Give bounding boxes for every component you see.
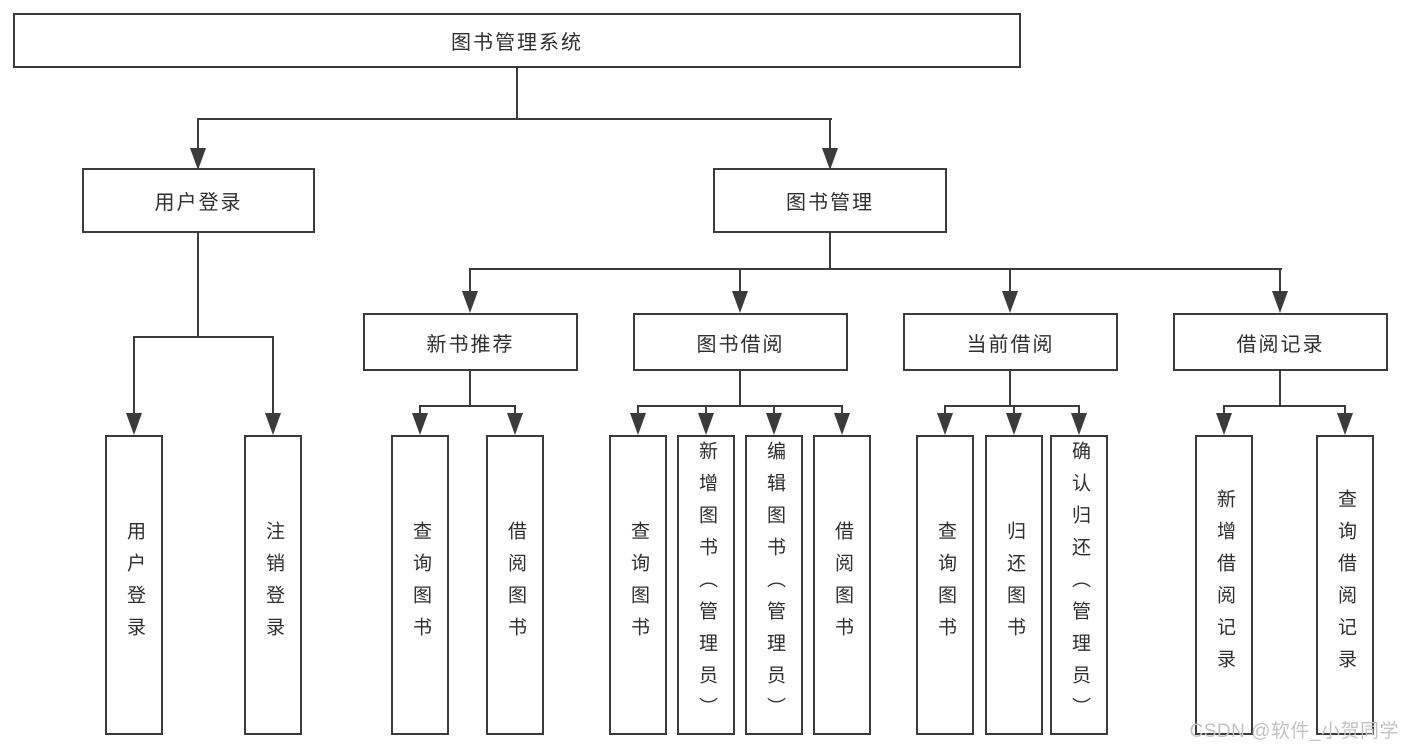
arrow-down-icon bbox=[822, 148, 838, 170]
node-current-borrowing: 当前借阅 bbox=[903, 313, 1118, 371]
leaf-return-books-label: 归还图书 bbox=[1003, 521, 1025, 649]
connector-line bbox=[637, 405, 639, 420]
arrow-down-icon bbox=[937, 413, 953, 435]
leaf-query-books-current-label: 查询图书 bbox=[934, 521, 956, 649]
leaf-query-books-borrowing-label: 查询图书 bbox=[627, 521, 649, 649]
arrow-down-icon bbox=[698, 413, 714, 435]
leaf-query-books-recommend-label: 查询图书 bbox=[409, 521, 431, 649]
arrow-down-icon bbox=[834, 413, 850, 435]
arrow-down-icon bbox=[732, 291, 748, 313]
leaf-logout-label: 注销登录 bbox=[262, 521, 284, 649]
leaf-add-borrow-record: 新增借阅记录 bbox=[1195, 435, 1253, 735]
leaf-borrow-books-recommend: 借阅图书 bbox=[486, 435, 544, 735]
arrow-down-icon bbox=[766, 413, 782, 435]
node-user-login-label: 用户登录 bbox=[154, 192, 243, 214]
node-root: 图书管理系统 bbox=[13, 13, 1021, 68]
leaf-borrow-books: 借阅图书 bbox=[813, 435, 871, 735]
connector-line bbox=[1344, 405, 1346, 420]
connector-line bbox=[469, 371, 471, 407]
leaf-confirm-return-admin: 确认归还（管理员） bbox=[1050, 435, 1108, 735]
arrow-down-icon bbox=[507, 413, 523, 435]
node-root-label: 图书管理系统 bbox=[451, 32, 583, 54]
connector-line bbox=[1223, 405, 1225, 420]
connector-line bbox=[1279, 268, 1281, 293]
node-borrowing-records: 借阅记录 bbox=[1173, 313, 1388, 371]
node-new-book-recommendation-label: 新书推荐 bbox=[426, 333, 515, 356]
arrow-down-icon bbox=[1006, 413, 1022, 435]
node-book-management-label: 图书管理 bbox=[786, 192, 874, 214]
connector-line bbox=[197, 118, 199, 150]
connector-line bbox=[829, 118, 831, 150]
connector-line bbox=[841, 405, 843, 420]
leaf-query-books-borrowing: 查询图书 bbox=[609, 435, 667, 735]
connector-line bbox=[1013, 405, 1015, 420]
arrow-down-icon bbox=[1337, 413, 1353, 435]
arrow-down-icon bbox=[265, 413, 281, 435]
connector-line bbox=[944, 405, 1080, 407]
node-book-management: 图书管理 bbox=[713, 168, 947, 233]
arrow-down-icon bbox=[1216, 413, 1232, 435]
connector-line bbox=[829, 233, 831, 270]
connector-line bbox=[419, 405, 516, 407]
connector-line bbox=[469, 268, 471, 293]
connector-line bbox=[773, 405, 775, 420]
node-book-borrowing: 图书借阅 bbox=[633, 313, 848, 371]
connector-line bbox=[637, 405, 843, 407]
connector-line bbox=[1009, 268, 1011, 293]
leaf-confirm-return-admin-label: 确认归还（管理员） bbox=[1068, 441, 1090, 729]
arrow-down-icon bbox=[1002, 291, 1018, 313]
leaf-query-books-recommend: 查询图书 bbox=[391, 435, 449, 735]
node-current-borrowing-label: 当前借阅 bbox=[966, 333, 1055, 356]
connector-line bbox=[1279, 371, 1281, 407]
leaf-return-books: 归还图书 bbox=[985, 435, 1043, 735]
connector-line bbox=[514, 405, 516, 420]
node-user-login: 用户登录 bbox=[82, 168, 315, 233]
connector-line bbox=[133, 336, 135, 420]
leaf-logout: 注销登录 bbox=[244, 435, 302, 735]
leaf-add-borrow-record-label: 新增借阅记录 bbox=[1213, 489, 1235, 681]
leaf-query-borrow-record: 查询借阅记录 bbox=[1316, 435, 1374, 735]
connector-line bbox=[272, 336, 274, 420]
node-book-borrowing-label: 图书借阅 bbox=[696, 333, 785, 356]
watermark: CSDN @软件_小贺同学 bbox=[1189, 721, 1399, 742]
node-new-book-recommendation: 新书推荐 bbox=[363, 313, 578, 371]
arrow-down-icon bbox=[462, 291, 478, 313]
leaf-user-login: 用户登录 bbox=[105, 435, 163, 735]
arrow-down-icon bbox=[190, 148, 206, 170]
node-borrowing-records-label: 借阅记录 bbox=[1236, 333, 1325, 356]
leaf-add-book-admin: 新增图书（管理员） bbox=[677, 435, 735, 735]
leaf-query-borrow-record-label: 查询借阅记录 bbox=[1334, 489, 1356, 681]
leaf-edit-book-admin: 编辑图书（管理员） bbox=[745, 435, 803, 735]
leaf-edit-book-admin-label: 编辑图书（管理员） bbox=[763, 441, 785, 729]
leaf-borrow-books-label: 借阅图书 bbox=[831, 521, 853, 649]
arrow-down-icon bbox=[1071, 413, 1087, 435]
arrow-down-icon bbox=[126, 413, 142, 435]
connector-line bbox=[197, 233, 199, 338]
connector-line bbox=[1009, 371, 1011, 407]
connector-line bbox=[516, 68, 518, 120]
arrow-down-icon bbox=[1272, 291, 1288, 313]
leaf-borrow-books-recommend-label: 借阅图书 bbox=[504, 521, 526, 649]
connector-line bbox=[944, 405, 946, 420]
leaf-user-login-label: 用户登录 bbox=[123, 521, 145, 649]
leaf-query-books-current: 查询图书 bbox=[916, 435, 974, 735]
connector-line bbox=[133, 336, 274, 338]
connector-line bbox=[197, 118, 832, 120]
arrow-down-icon bbox=[630, 413, 646, 435]
connector-line bbox=[739, 268, 741, 293]
connector-line bbox=[739, 371, 741, 407]
connector-line bbox=[1223, 405, 1346, 407]
connector-line bbox=[469, 268, 1282, 270]
connector-line bbox=[1078, 405, 1080, 420]
leaf-add-book-admin-label: 新增图书（管理员） bbox=[695, 441, 717, 729]
connector-line bbox=[705, 405, 707, 420]
arrow-down-icon bbox=[412, 413, 428, 435]
connector-line bbox=[419, 405, 421, 420]
